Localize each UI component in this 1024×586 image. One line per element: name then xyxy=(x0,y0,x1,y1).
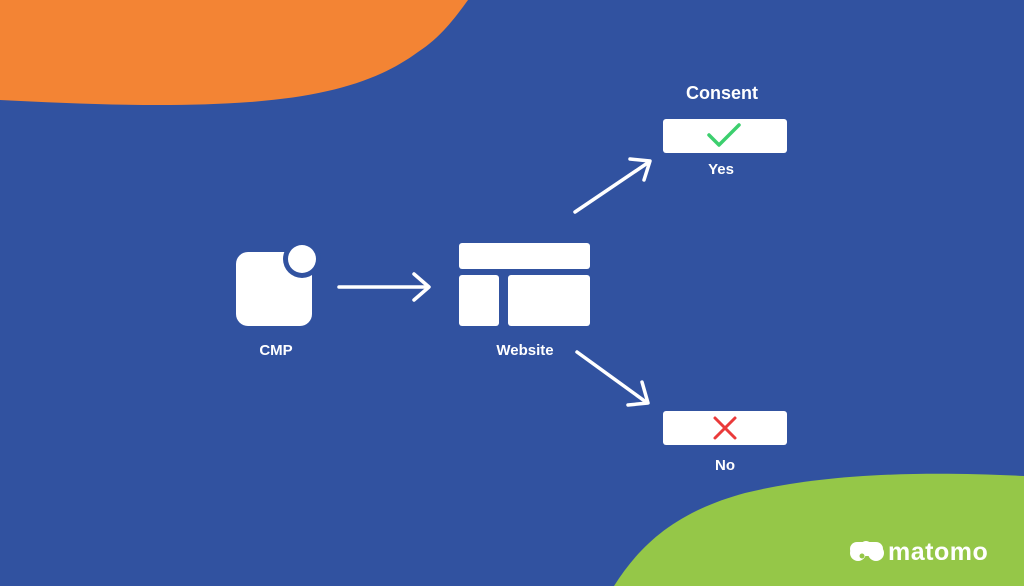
matomo-logo-icon xyxy=(850,541,884,561)
no-box xyxy=(663,411,787,445)
website-label: Website xyxy=(496,342,554,359)
green-blob xyxy=(614,473,1024,586)
matomo-logo-text: matomo xyxy=(888,538,989,566)
yes-box xyxy=(663,119,787,153)
arrow-website-to-no xyxy=(575,350,650,407)
check-icon xyxy=(707,123,741,147)
consent-heading: Consent xyxy=(686,83,758,103)
cmp-label: CMP xyxy=(259,342,293,359)
arrow-website-to-yes xyxy=(573,157,652,214)
yes-label: Yes xyxy=(708,161,734,178)
cross-icon xyxy=(713,416,737,440)
arrow-cmp-to-website xyxy=(337,272,431,302)
website-layout-icon xyxy=(459,243,590,326)
no-label: No xyxy=(715,457,735,474)
app-notification-icon xyxy=(236,240,321,326)
orange-blob xyxy=(0,0,468,106)
